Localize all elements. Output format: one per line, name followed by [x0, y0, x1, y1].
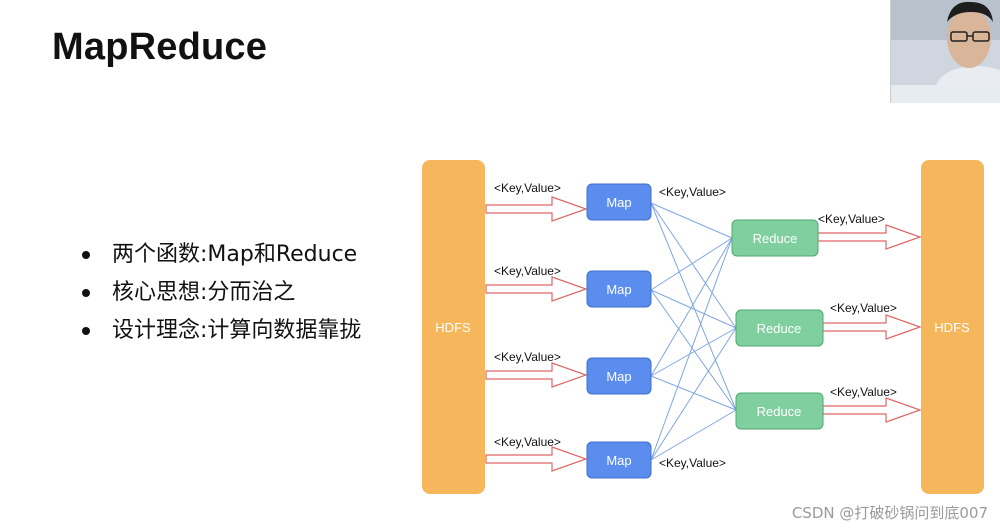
kv-label: <Key,Value>	[494, 264, 561, 278]
shuffle-line	[650, 327, 737, 377]
kv-label: <Key,Value>	[830, 301, 897, 315]
map-box	[586, 270, 652, 308]
shuffle-line	[650, 237, 733, 377]
bullet-text: 核心思想:分而治之	[112, 280, 296, 305]
bullet-item: 两个函数:Map和Reduce	[80, 236, 361, 274]
kv-label: <Key,Value>	[659, 456, 726, 470]
shuffle-line	[650, 237, 733, 291]
reduce-box	[735, 392, 824, 430]
map-box	[586, 357, 652, 395]
shuffle-line	[650, 237, 733, 461]
kv-label: <Key,Value>	[494, 350, 561, 364]
reduce-label: Reduce	[753, 231, 798, 246]
kv-label: <Key,Value>	[494, 435, 561, 449]
bullet-list: 两个函数:Map和Reduce 核心思想:分而治之 设计理念:计算向数据靠拢	[80, 236, 361, 350]
kv-label: <Key,Value>	[830, 385, 897, 399]
map-box	[586, 183, 652, 221]
presenter-webcam	[890, 0, 1000, 103]
reduce-label: Reduce	[757, 404, 802, 419]
shuffle-line	[650, 327, 737, 461]
bullet-dot	[82, 327, 90, 335]
output-arrow	[822, 397, 922, 423]
map-label: Map	[606, 282, 631, 297]
reduce-label: Reduce	[757, 321, 802, 336]
shuffle-line	[650, 202, 737, 411]
bullet-dot	[82, 251, 90, 259]
input-arrow	[485, 446, 588, 472]
shuffle-lines	[650, 202, 737, 461]
shuffle-line	[650, 202, 737, 329]
shuffle-line	[650, 409, 737, 461]
bullet-text: 设计理念:计算向数据靠拢	[112, 318, 362, 343]
kv-label: <Key,Value>	[659, 185, 726, 199]
watermark: CSDN @打破砂锅问到底007	[791, 504, 988, 522]
kv-label: <Key,Value>	[494, 181, 561, 195]
presenter-video-frame	[891, 0, 1000, 103]
shuffle-line	[650, 289, 737, 329]
map-label: Map	[606, 369, 631, 384]
bullet-item: 设计理念:计算向数据靠拢	[80, 312, 361, 350]
input-arrow	[485, 196, 588, 222]
shuffle-line	[650, 375, 737, 411]
map-label: Map	[606, 453, 631, 468]
bullet-text: 两个函数:Map和Reduce	[112, 242, 358, 267]
map-label: Map	[606, 195, 631, 210]
input-arrow	[485, 362, 588, 388]
output-arrow	[822, 314, 922, 340]
input-arrow	[485, 276, 588, 302]
kv-label: <Key,Value>	[818, 212, 885, 226]
map-box	[586, 441, 652, 479]
bullet-item: 核心思想:分而治之	[80, 274, 361, 312]
output-arrow	[817, 224, 922, 250]
reduce-box	[731, 219, 819, 257]
shuffle-line	[650, 202, 733, 239]
bullet-dot	[82, 289, 90, 297]
reduce-box	[735, 309, 824, 347]
hdfs-right-label: HDFS	[934, 320, 970, 335]
shuffle-line	[650, 289, 737, 411]
hdfs-right-box	[921, 160, 984, 494]
hdfs-left-label: HDFS	[435, 320, 471, 335]
hdfs-left-box	[422, 160, 485, 494]
slide-title: MapReduce	[52, 26, 268, 68]
